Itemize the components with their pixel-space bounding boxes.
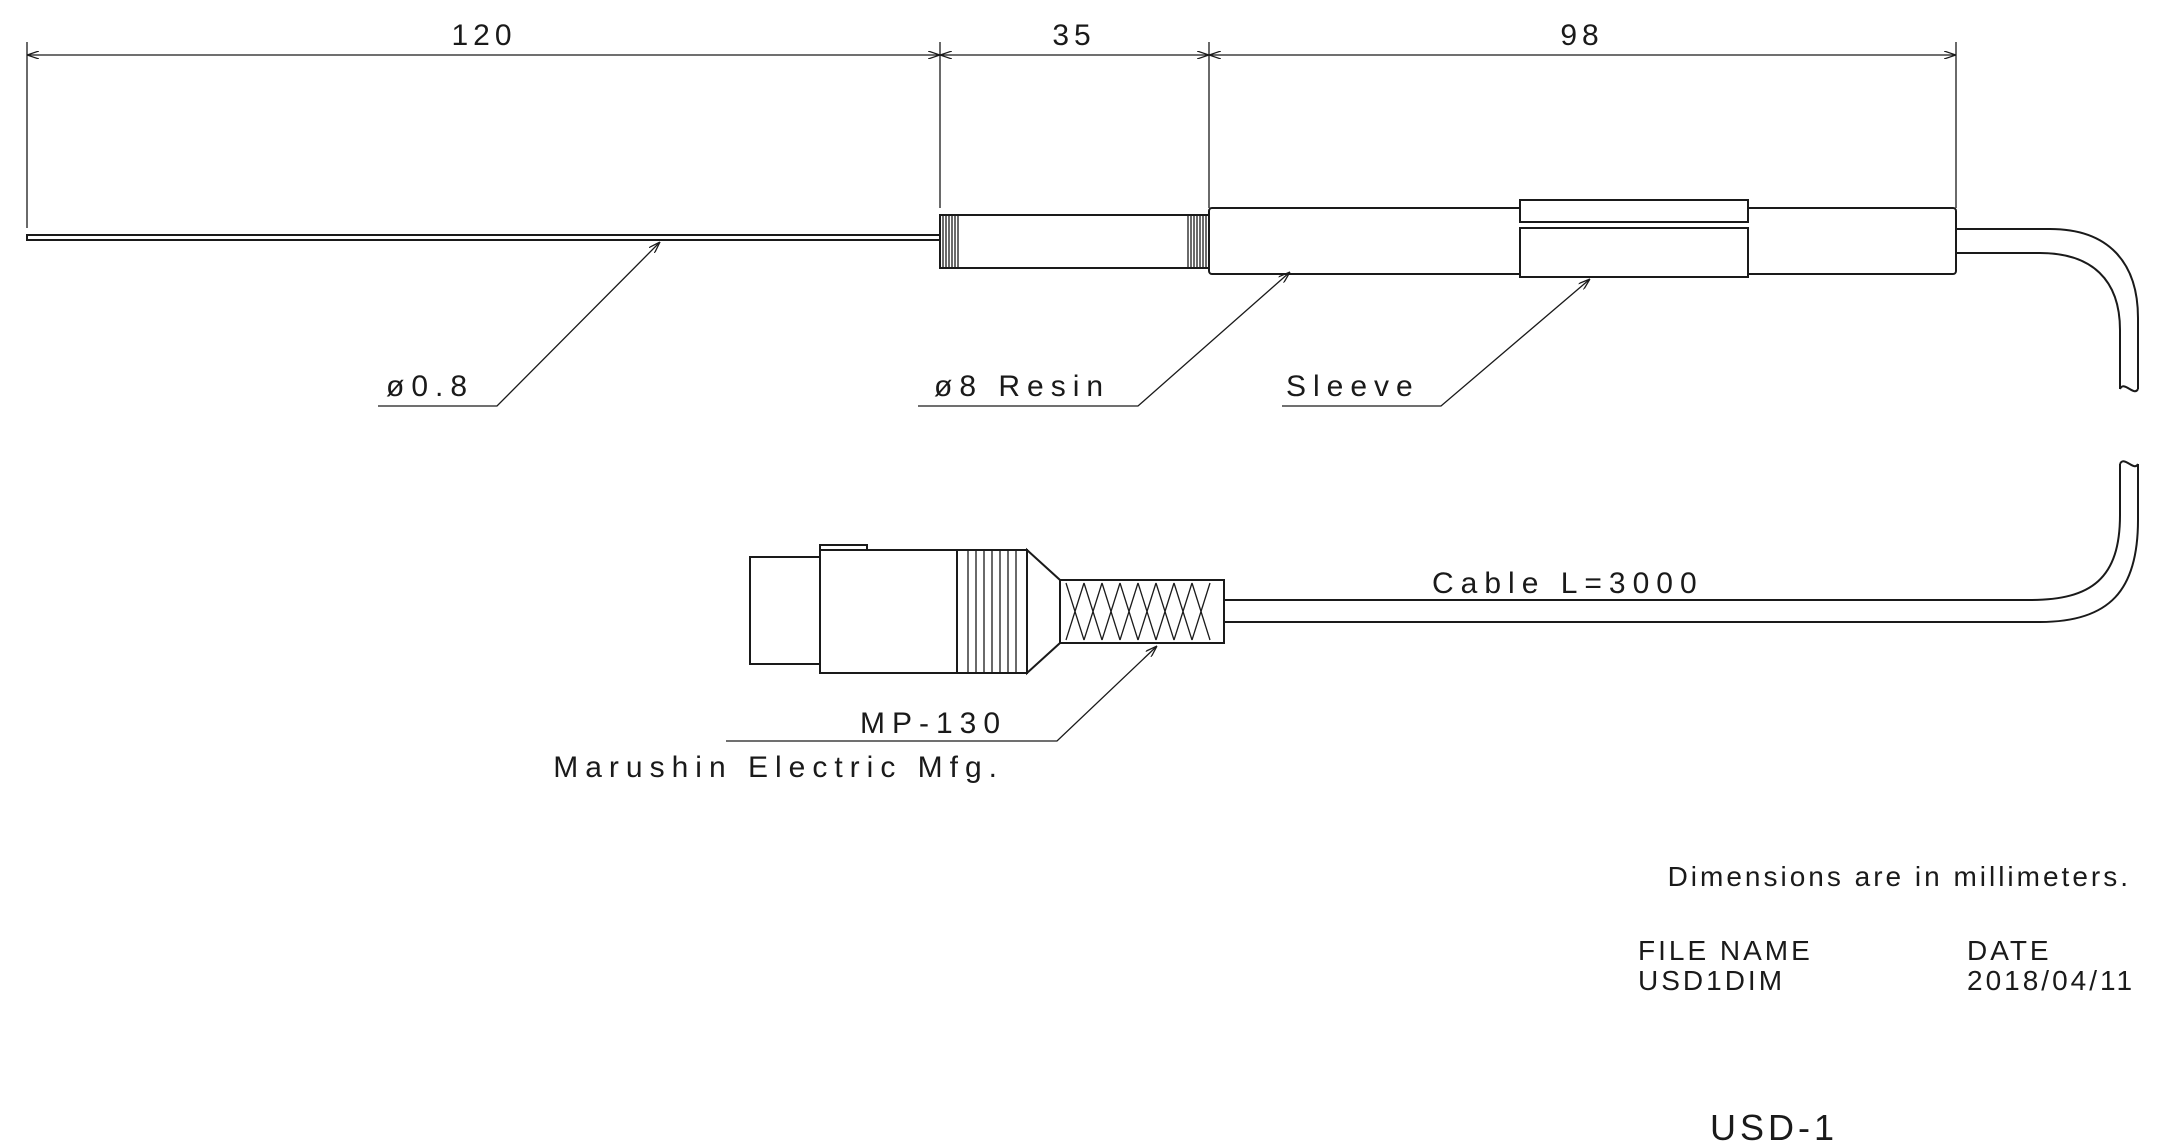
date-value: 2018/04/11	[1967, 965, 2135, 996]
units-note: Dimensions are in millimeters.	[1668, 861, 2131, 892]
cable-upper	[1956, 228, 2139, 393]
callout-text-connector-model: MP-130	[860, 707, 1007, 740]
connector-taper	[1026, 547, 1061, 676]
connector-housing	[819, 549, 958, 674]
callout-resin: ø8 Resin	[918, 272, 1290, 407]
callout-text-tip-diameter: ø0.8	[386, 370, 474, 403]
dimension-group: 120 35 98	[26, 19, 1957, 228]
cable-lower	[1224, 460, 2139, 623]
callout-sleeve: Sleeve	[1282, 279, 1590, 407]
knurl-line	[1065, 582, 1085, 641]
connector	[749, 544, 1225, 676]
knurl-line	[1119, 582, 1139, 641]
knurl-line	[1101, 582, 1121, 641]
dimension-label-35: 35	[1052, 19, 1095, 52]
connector-strain-relief	[1059, 579, 1225, 644]
callout-text-resin: ø8 Resin	[934, 370, 1110, 403]
notes: Dimensions are in millimeters.	[1668, 861, 2131, 892]
knurl-line	[1083, 582, 1103, 641]
file-name-label: FILE NAME	[1638, 935, 1813, 966]
title-block: FILE NAME USD1DIM DATE 2018/04/11 USD-1	[1638, 935, 2135, 1146]
dimension-label-120: 120	[451, 19, 516, 52]
drawing-title: USD-1	[1710, 1107, 1838, 1146]
file-name-value: USD1DIM	[1638, 965, 1785, 996]
resin-section	[939, 214, 1210, 269]
knurl-line	[1173, 582, 1193, 641]
callout-connector: MP-130 Marushin Electric Mfg.	[553, 646, 1157, 784]
probe-tip	[26, 234, 941, 241]
knurl-line	[1137, 582, 1157, 641]
callout-tip-diameter: ø0.8	[378, 242, 660, 407]
sleeve	[1519, 199, 1749, 278]
callout-text-sleeve: Sleeve	[1286, 370, 1420, 403]
knurl-line	[1155, 582, 1175, 641]
callout-cable: Cable L=3000	[1432, 567, 1704, 600]
callout-text-cable: Cable L=3000	[1432, 567, 1704, 600]
knurl-line	[1191, 582, 1211, 641]
date-label: DATE	[1967, 935, 2052, 966]
connector-plug	[749, 556, 821, 665]
dimension-label-98: 98	[1560, 19, 1603, 52]
callout-text-connector-maker: Marushin Electric Mfg.	[553, 751, 1004, 784]
